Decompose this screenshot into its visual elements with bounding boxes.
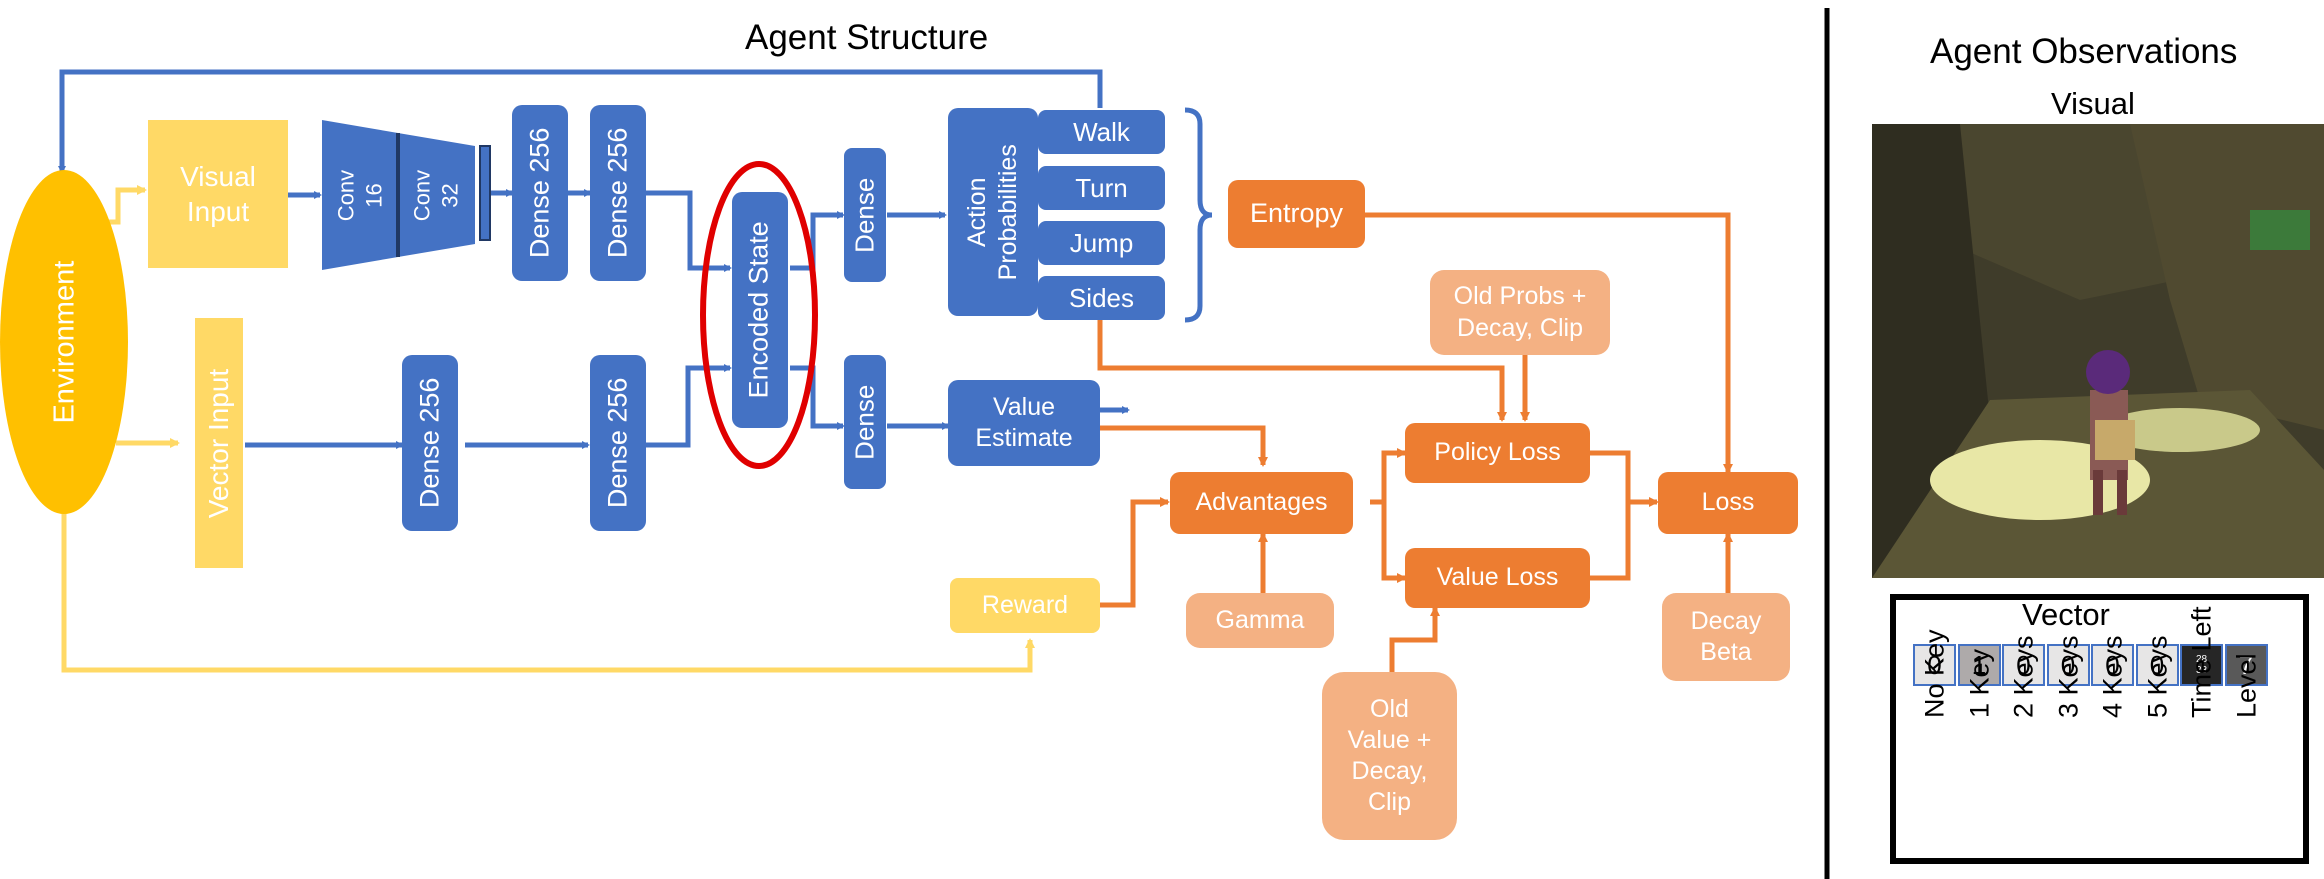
orange-connectors — [1097, 212, 1733, 672]
vector-label-2: 2 Keys — [2002, 635, 2046, 852]
conv16-label: Conv 16 — [333, 169, 387, 221]
agent-observations-title: Agent Observations — [1930, 32, 2238, 71]
vector-input-node: Vector Input — [195, 318, 243, 568]
vector-label-6: Time Left — [2180, 606, 2224, 852]
yellow-connectors — [61, 185, 1035, 673]
vector-label-text-6: Time Left — [2187, 606, 2218, 718]
vector-label-1: 1 Key — [1958, 649, 2002, 852]
vector-label-text-1: 1 Key — [1964, 649, 1995, 718]
vector-label-7: Level — [2225, 653, 2269, 852]
dense256-vector-1: Dense 256 — [402, 355, 458, 531]
conv-divider — [396, 133, 400, 257]
encoded-state-highlight — [700, 161, 818, 469]
conv32-layer — [398, 133, 475, 257]
action-probabilities-node: Action Probabilities — [948, 108, 1038, 316]
agent-structure-title: Agent Structure — [745, 18, 989, 57]
game-visual-screenshot — [1872, 124, 2324, 578]
vector-box — [1890, 594, 2309, 864]
reward-node: Reward — [950, 578, 1100, 633]
loss-node: Loss — [1658, 472, 1798, 534]
dense-policy-head: Dense — [844, 148, 886, 282]
encoded-state-node: Encoded State — [732, 192, 788, 428]
vector-label-text-0: No Key — [1920, 629, 1951, 718]
value-estimate-node: Value Estimate — [948, 380, 1100, 466]
vector-label-text-5: 5 Keys — [2142, 635, 2173, 718]
vector-cell-3: 0 — [2046, 644, 2090, 686]
action-walk: Walk — [1038, 110, 1165, 154]
conv32-label: Conv 32 — [409, 169, 463, 221]
entropy-node: Entropy — [1228, 180, 1365, 248]
vector-cell-4: 0 — [2091, 644, 2134, 686]
vector-label-text-4: 4 Keys — [2098, 635, 2129, 718]
vector-label-5: 5 Keys — [2136, 635, 2180, 852]
dense256-vector-2: Dense 256 — [590, 355, 646, 531]
vector-cell-7: 7 — [2224, 644, 2268, 686]
blue-connectors — [58, 69, 1213, 449]
environment-label: Environment — [47, 260, 80, 424]
vector-subtitle: Vector — [2022, 597, 2110, 632]
vector-label-text-2: 2 Keys — [2009, 635, 2040, 718]
visual-subtitle: Visual — [2051, 86, 2135, 121]
dense256-visual-1: Dense 256 — [512, 105, 568, 281]
vector-cell-5: 0 — [2135, 644, 2179, 686]
vector-cell-1: 1 — [1957, 644, 2001, 686]
dense-value-head: Dense — [844, 355, 886, 489]
old-value-node: Old Value + Decay, Clip — [1322, 672, 1457, 840]
action-sides: Sides — [1038, 276, 1165, 320]
decay-beta-node: Decay Beta — [1662, 593, 1790, 681]
policy-loss-node: Policy Loss — [1405, 423, 1590, 483]
vector-label-text-7: Level — [2231, 653, 2262, 718]
visual-input-node: Visual Input — [148, 120, 288, 268]
dense256-visual-2: Dense 256 — [590, 105, 646, 281]
action-turn: Turn — [1038, 166, 1165, 210]
vector-cell-0: 0 — [1913, 644, 1956, 686]
conv-block — [322, 120, 491, 270]
old-probs-node: Old Probs + Decay, Clip — [1430, 270, 1610, 355]
vector-cell-6: 28 33 — [2180, 644, 2223, 686]
advantages-node: Advantages — [1170, 472, 1353, 534]
vector-label-text-3: 3 Keys — [2053, 635, 2084, 718]
gamma-node: Gamma — [1186, 593, 1334, 648]
vector-label-4: 4 Keys — [2091, 635, 2135, 852]
vector-label-0: No Key — [1913, 629, 1957, 852]
value-loss-node: Value Loss — [1405, 548, 1590, 608]
action-jump: Jump — [1038, 221, 1165, 265]
environment-node — [0, 170, 128, 514]
vector-label-3: 3 Keys — [2047, 635, 2091, 852]
conv-flatten-bar — [479, 145, 491, 241]
conv16-layer — [322, 120, 398, 270]
vector-cell-2: 0 — [2002, 644, 2045, 686]
